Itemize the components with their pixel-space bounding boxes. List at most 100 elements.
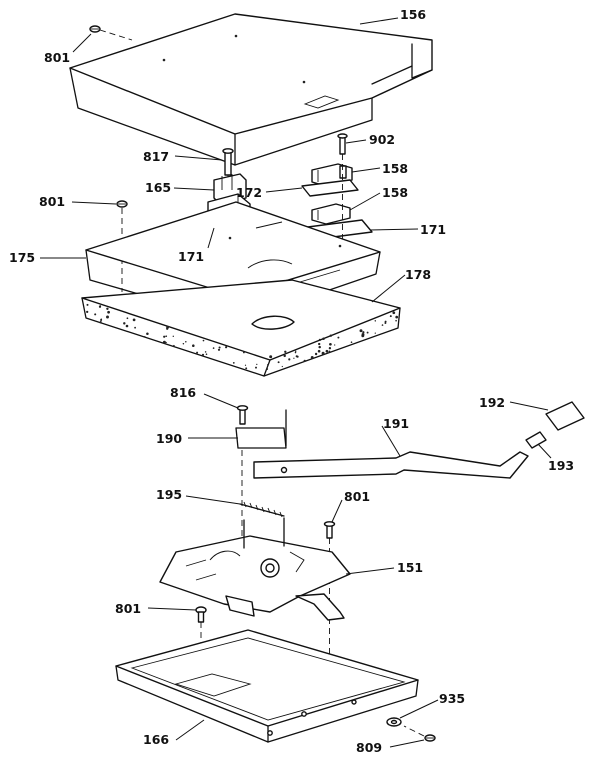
pad-texture-speck [283, 354, 286, 358]
pad-texture-speck [329, 334, 333, 337]
label-178: 178 [405, 267, 431, 282]
part-190-bracket [235, 409, 287, 548]
pad-texture-speck [172, 335, 174, 337]
pad-texture-speck [328, 347, 332, 350]
pad-texture-speck [361, 333, 365, 336]
pad-texture-speck [100, 320, 102, 323]
label-801-right: 801 [344, 489, 370, 504]
pad-texture-speck [185, 340, 187, 343]
pad-texture-speck [163, 335, 166, 338]
pad-texture-speck [366, 331, 369, 334]
part-158-bracket-lower [311, 203, 351, 225]
pad-texture-speck [192, 344, 195, 347]
pad-texture-speck [362, 331, 365, 334]
label-171-right: 171 [420, 222, 446, 237]
pad-texture-speck [293, 357, 295, 359]
pad-texture-speck [125, 324, 129, 328]
pad-texture-speck [314, 352, 318, 356]
pad-texture-speck [288, 358, 291, 361]
pad-texture-speck [325, 349, 329, 353]
pad-texture-speck [284, 350, 287, 353]
screw-809 [403, 725, 436, 742]
part-151-mechanism [159, 517, 351, 621]
leader-lines [40, 17, 552, 748]
pad-texture-speck [86, 303, 89, 306]
label-175: 175 [9, 250, 35, 265]
label-801-middle: 801 [39, 194, 65, 209]
pad-texture-speck [277, 361, 280, 364]
pad-texture-speck [166, 325, 170, 329]
pad-texture-speck [212, 347, 215, 349]
pad-texture-speck [205, 353, 208, 355]
pad-texture-speck [217, 348, 221, 351]
screw-902 [337, 133, 348, 252]
label-172: 172 [236, 185, 262, 200]
pad-texture-speck [359, 329, 363, 333]
pad-texture-speck [162, 340, 166, 344]
pad-texture-speck [106, 315, 109, 319]
label-166: 166 [143, 732, 169, 747]
screw-816 [236, 405, 249, 425]
label-192: 192 [479, 395, 505, 410]
pad-texture-speck [321, 351, 325, 355]
pad-texture-speck [296, 355, 299, 358]
part-192-pad [545, 401, 585, 431]
label-902: 902 [369, 132, 395, 147]
part-193-clip [525, 431, 547, 449]
pad-texture-speck [146, 332, 149, 336]
pad-texture-speck [392, 311, 396, 315]
part-156-top-cover [69, 13, 433, 166]
pad-texture-speck [384, 320, 387, 323]
pad-texture-speck [267, 364, 269, 366]
pad-texture-speck [100, 318, 103, 320]
pad-texture-speck [329, 342, 332, 346]
pad-texture-speck [86, 310, 89, 314]
pad-texture-speck [294, 351, 297, 354]
part-166-base-tray [115, 629, 419, 743]
pad-texture-speck [244, 364, 247, 366]
part-191-lever [253, 451, 529, 479]
pad-texture-speck [374, 332, 376, 334]
pad-texture-speck [281, 365, 283, 368]
part-935-washer [386, 717, 402, 727]
pad-texture-speck [144, 336, 146, 338]
pad-texture-speck [266, 368, 269, 370]
pad-texture-speck [182, 343, 185, 345]
pad-texture-speck [202, 339, 205, 342]
label-817: 817 [143, 149, 169, 164]
pad-texture-speck [99, 305, 102, 307]
pad-texture-speck [201, 353, 205, 356]
pad-texture-speck [318, 342, 321, 346]
pad-texture-speck [350, 341, 353, 344]
pad-texture-speck [322, 337, 325, 341]
part-195-spring [239, 501, 285, 518]
label-190: 190 [156, 431, 182, 446]
label-195: 195 [156, 487, 182, 502]
pad-texture-speck [256, 363, 258, 366]
label-935: 935 [439, 691, 465, 706]
pad-texture-speck [317, 349, 321, 353]
pad-texture-speck [225, 346, 228, 349]
pad-texture-speck [107, 310, 110, 314]
pad-texture-speck [310, 356, 314, 359]
pad-texture-speck [126, 317, 129, 320]
part-labels: 156 801 902 817 158 165 172 801 158 171 … [9, 7, 574, 755]
label-193: 193 [548, 458, 574, 473]
pad-texture-speck [389, 315, 392, 318]
pad-texture-speck [196, 351, 199, 354]
pad-texture-speck [204, 351, 207, 353]
pad-texture-speck [303, 359, 306, 363]
pad-texture-speck [269, 355, 273, 359]
pad-texture-speck [232, 361, 235, 364]
label-165: 165 [145, 180, 171, 195]
pad-texture-speck [134, 326, 136, 329]
label-191: 191 [383, 416, 409, 431]
pad-texture-speck [106, 307, 109, 310]
pad-texture-speck [165, 335, 168, 338]
pad-texture-speck [318, 338, 322, 342]
label-151: 151 [397, 560, 423, 575]
pad-texture-speck [381, 324, 384, 326]
pad-texture-speck [374, 320, 377, 322]
label-156: 156 [400, 7, 426, 22]
